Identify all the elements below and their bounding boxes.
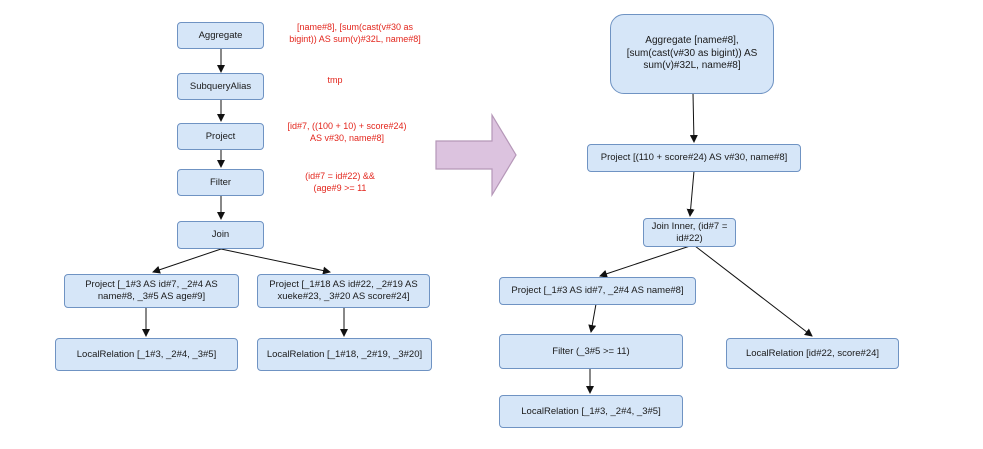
node-r-filter[interactable]: Filter (_3#5 >= 11) xyxy=(499,334,683,369)
edge-r-project-join xyxy=(686,170,695,217)
node-local-relation-right[interactable]: LocalRelation [_1#18, _2#19, _3#20] xyxy=(257,338,432,371)
edge-join-project-left xyxy=(152,248,222,274)
node-local-relation-left[interactable]: LocalRelation [_1#3, _2#4, _3#5] xyxy=(55,338,238,371)
node-r-project[interactable]: Project [(110 + score#24) AS v#30, name#… xyxy=(587,144,801,172)
edge-r-aggregate-project xyxy=(689,92,698,143)
node-aggregate[interactable]: Aggregate xyxy=(177,22,264,49)
note-aggregate: [name#8], [sum(cast(v#30 as bigint)) AS … xyxy=(289,22,421,44)
node-r-join[interactable]: Join Inner, (id#7 = id#22) xyxy=(643,218,736,247)
edge-join-project-right xyxy=(220,248,331,275)
node-r-aggregate[interactable]: Aggregate [name#8], [sum(cast(v#30 as bi… xyxy=(610,14,774,94)
edge-r-join-project-left xyxy=(599,245,691,278)
node-filter[interactable]: Filter xyxy=(177,169,264,196)
transform-arrow xyxy=(435,112,517,198)
note-filter: (id#7 = id#22) && (age#9 >= 11 xyxy=(305,171,375,193)
node-project-left[interactable]: Project [_1#3 AS id#7, _2#4 AS name#8, _… xyxy=(64,274,239,308)
node-join[interactable]: Join xyxy=(177,221,264,249)
node-project[interactable]: Project xyxy=(177,123,264,150)
node-project-right[interactable]: Project [_1#18 AS id#22, _2#19 AS xueke#… xyxy=(257,274,430,308)
edge-r-project-left-filter xyxy=(588,303,597,333)
edge-r-join-localrelation xyxy=(694,245,813,337)
node-r-local-relation-right[interactable]: LocalRelation [id#22, score#24] xyxy=(726,338,899,369)
note-project: [id#7, ((100 + 10) + score#24) AS v#30, … xyxy=(287,121,407,143)
node-r-project-left[interactable]: Project [_1#3 AS id#7, _2#4 AS name#8] xyxy=(499,277,696,305)
note-subquery-alias: tmp xyxy=(327,75,343,85)
node-subquery-alias[interactable]: SubqueryAlias xyxy=(177,73,264,100)
node-r-local-relation-bottom[interactable]: LocalRelation [_1#3, _2#4, _3#5] xyxy=(499,395,683,428)
